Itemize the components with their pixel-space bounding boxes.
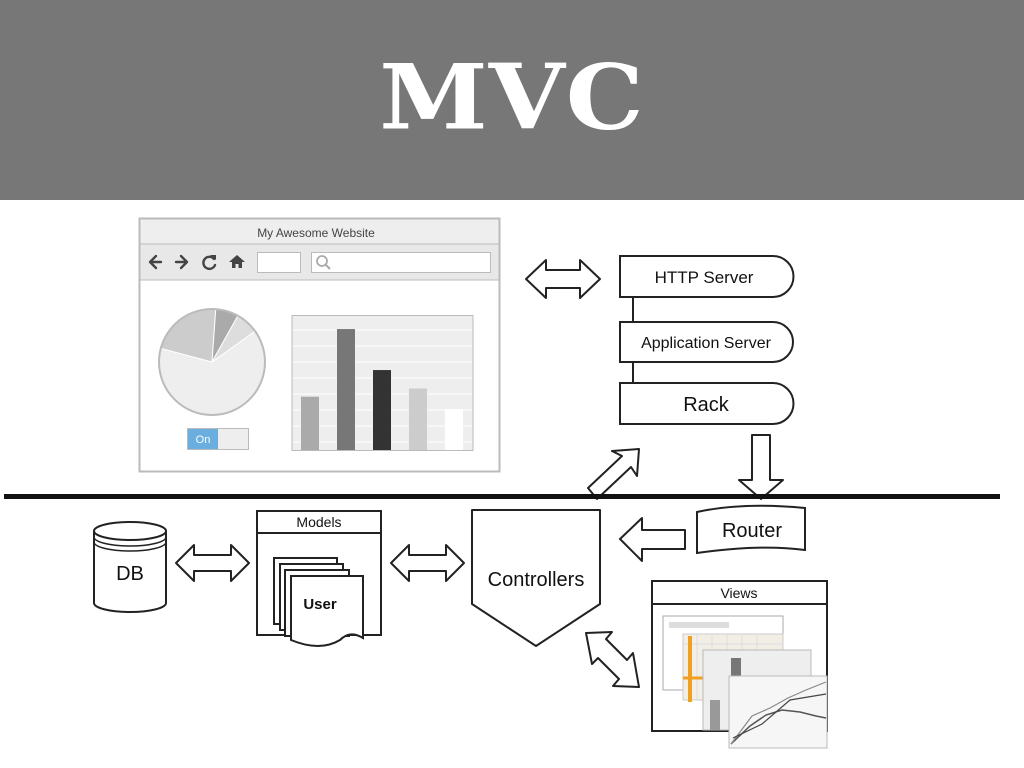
application-server-label: Application Server (641, 335, 772, 352)
address-input[interactable] (257, 252, 301, 273)
toggle-label: On (196, 434, 211, 446)
browser-window-title: My Awesome Website (257, 226, 375, 240)
back-arrow-icon[interactable] (148, 254, 163, 270)
controllers-to-http-arrow (587, 448, 640, 500)
router-label: Router (722, 520, 782, 542)
http-server-label: HTTP Server (655, 268, 754, 287)
db-node: DB (93, 521, 167, 613)
rack-label: Rack (683, 394, 730, 416)
slide-title: MVC (379, 44, 645, 151)
forward-arrow-icon[interactable] (174, 254, 189, 270)
router-to-controllers-arrow (619, 517, 686, 562)
views-title: Views (720, 585, 757, 601)
bar-chart (291, 315, 474, 451)
rack-node: Rack (619, 382, 795, 425)
models-title: Models (296, 514, 341, 530)
controllers-node: Controllers (471, 509, 601, 647)
models-node: Models User (256, 510, 382, 647)
user-model-label: User (303, 596, 337, 613)
views-node: Views (651, 580, 828, 749)
controllers-label: Controllers (488, 569, 585, 591)
browser-server-double-arrow (525, 259, 601, 299)
home-icon[interactable] (229, 255, 245, 268)
title-banner: MVC (0, 0, 1024, 200)
view-templates-icon (662, 615, 828, 749)
on-off-toggle[interactable]: On (187, 428, 249, 450)
pie-chart (158, 308, 266, 416)
db-label: DB (116, 563, 144, 585)
search-icon (316, 255, 331, 270)
document-stack-icon (273, 557, 364, 647)
search-input[interactable] (311, 252, 491, 273)
rack-to-router-arrow (738, 434, 784, 500)
browser-window: My Awesome Website (138, 217, 501, 473)
bar-mark (337, 329, 355, 450)
http-server-node: HTTP Server (619, 255, 795, 298)
controllers-views-double-arrow (585, 631, 640, 688)
bar-mark (373, 370, 391, 450)
reload-icon[interactable] (202, 255, 217, 271)
bar-mark (409, 388, 427, 450)
models-controllers-double-arrow (390, 544, 465, 582)
bar-mark (445, 409, 463, 450)
bar-mark (301, 396, 319, 450)
db-models-double-arrow (175, 544, 250, 582)
application-server-node: Application Server (619, 321, 794, 363)
router-node: Router (696, 504, 806, 555)
pie-outline (158, 308, 266, 416)
